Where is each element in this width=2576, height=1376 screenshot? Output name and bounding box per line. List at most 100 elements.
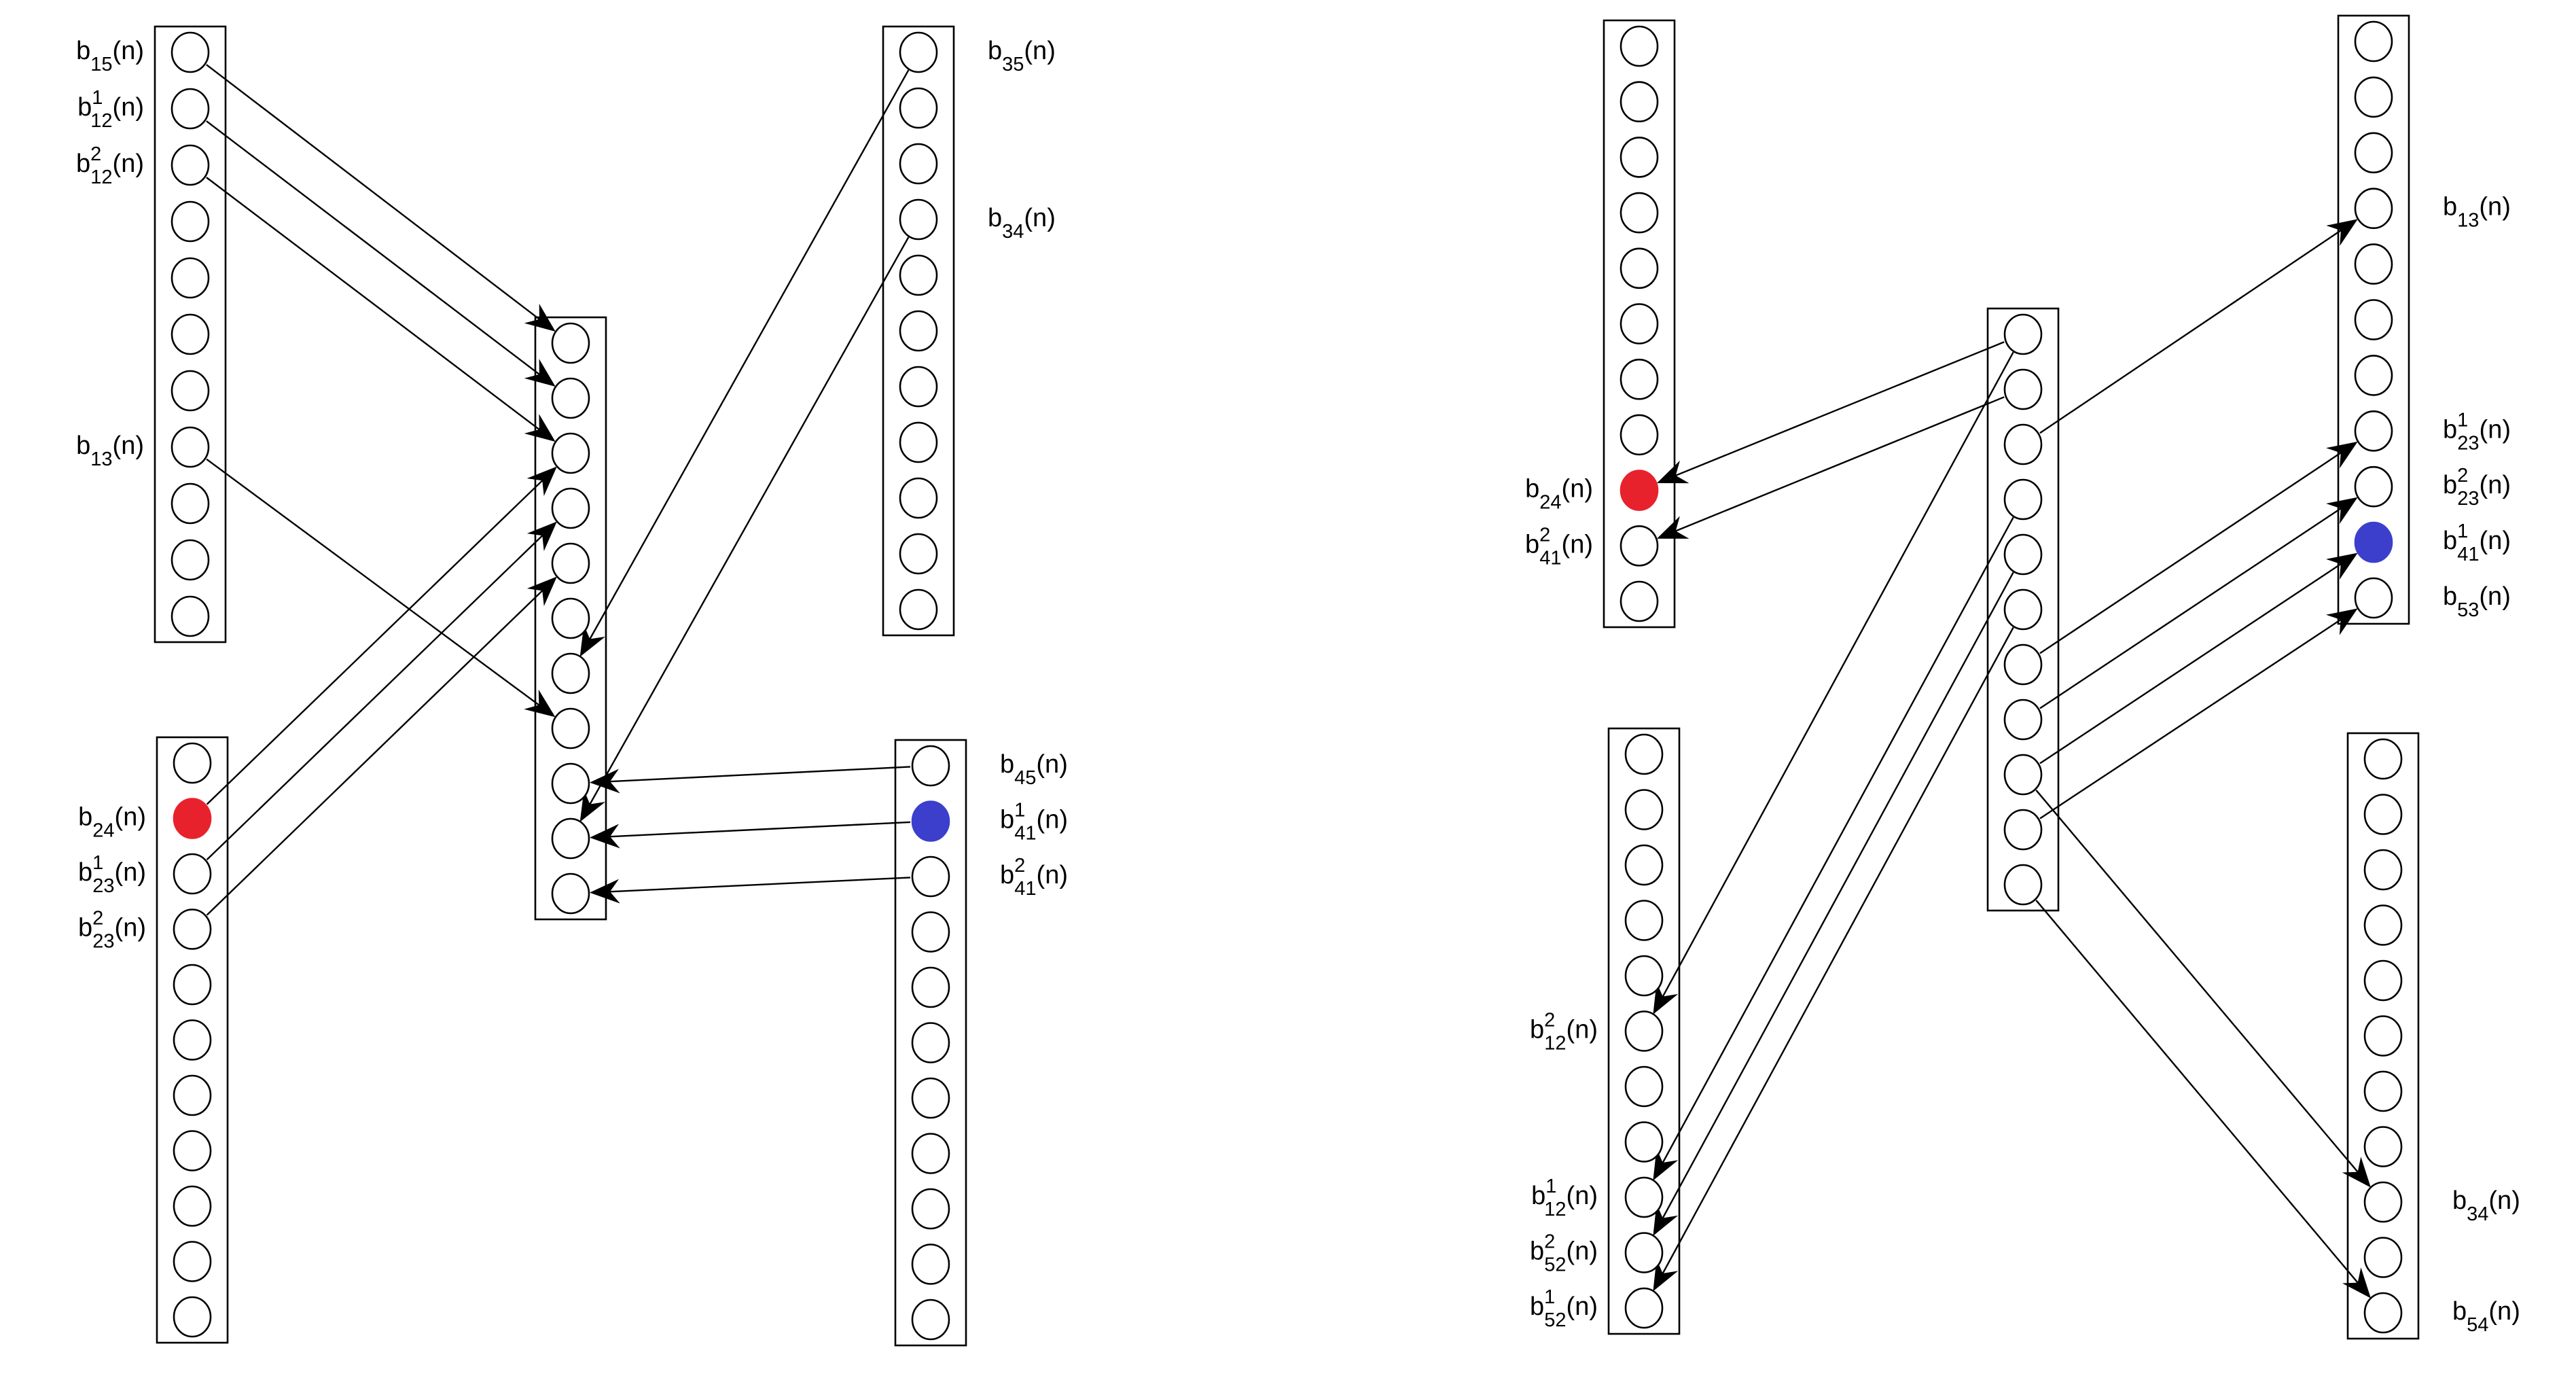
node-circle — [551, 652, 590, 694]
column-frame — [894, 739, 967, 1347]
column-r4 — [2346, 732, 2420, 1340]
node-circle — [899, 198, 938, 241]
connection-arrow — [206, 576, 557, 916]
node-circle — [899, 87, 938, 129]
node-circle — [1620, 25, 1659, 67]
node-circle — [2363, 959, 2403, 1002]
column-frame — [882, 25, 955, 637]
highlighted-node — [1620, 470, 1659, 511]
node-circle — [551, 487, 590, 529]
node-circle — [911, 966, 950, 1008]
node-circle — [911, 745, 950, 787]
node-circle — [2363, 1181, 2403, 1223]
node-circle — [171, 144, 210, 186]
column-l4 — [894, 739, 967, 1347]
node-circle — [2363, 738, 2403, 780]
node-circle — [173, 1074, 212, 1116]
node-circle — [2354, 410, 2393, 452]
column-frame — [1603, 19, 1676, 629]
connection-arrow — [2039, 219, 2358, 434]
node-circle — [899, 143, 938, 185]
node-circle — [171, 88, 210, 130]
node-circle — [1624, 1010, 1664, 1052]
node-circle — [1620, 525, 1659, 567]
node-circle — [551, 817, 590, 860]
node-circle — [1624, 1065, 1664, 1108]
node-circle — [2363, 1237, 2403, 1278]
node-circle — [899, 588, 938, 631]
node-circle — [2003, 699, 2043, 741]
column-frame — [534, 316, 607, 921]
columns-layer — [154, 14, 2420, 1347]
connection-arrow — [1653, 516, 2014, 1181]
node-circle — [911, 855, 950, 898]
node-circle — [2363, 1126, 2403, 1167]
node-circle — [173, 1296, 212, 1338]
node-label: b24(n) — [78, 803, 146, 842]
node-circle — [2003, 313, 2043, 355]
connection-arrow — [206, 466, 557, 805]
connection-arrow — [2035, 790, 2371, 1188]
node-label: b54(n) — [2452, 1297, 2520, 1336]
node-circle — [911, 911, 950, 953]
node-circle — [2363, 1070, 2403, 1112]
node-circle — [2354, 76, 2393, 118]
node-circle — [1620, 580, 1659, 622]
node-label: b34(n) — [2452, 1186, 2520, 1225]
node-circle — [2003, 864, 2043, 906]
connection-arrow — [1653, 571, 2014, 1236]
node-label: b13(n) — [2443, 193, 2511, 232]
node-circle — [2363, 794, 2403, 835]
node-circle — [2003, 478, 2043, 521]
node-circle — [911, 1299, 950, 1341]
node-circle — [899, 533, 938, 575]
node-circle — [911, 1243, 950, 1285]
connection-arrow — [589, 821, 911, 849]
connection-arrow — [1653, 627, 2014, 1292]
node-circle — [1624, 733, 1664, 775]
node-circle — [171, 313, 210, 355]
node-label: b24(n) — [1525, 475, 1593, 514]
connection-arrow — [2035, 900, 2371, 1299]
node-circle — [2363, 849, 2403, 891]
node-circle — [551, 542, 590, 584]
node-circle — [1624, 789, 1664, 830]
node-circle — [173, 908, 212, 950]
node-circle — [2354, 188, 2393, 230]
node-circle — [173, 1130, 212, 1171]
node-circle — [551, 432, 590, 474]
column-frame — [2337, 14, 2410, 625]
node-circle — [899, 254, 938, 296]
connection-arrow — [579, 69, 910, 657]
column-frame — [156, 736, 229, 1344]
node-circle — [899, 31, 938, 73]
node-label: b15(n) — [76, 37, 144, 75]
node-circle — [1624, 1121, 1664, 1163]
connection-arrow — [206, 120, 556, 387]
node-circle — [173, 1241, 212, 1282]
connection-arrow — [1656, 396, 2005, 539]
column-r1 — [1603, 19, 1676, 629]
node-circle — [173, 1019, 212, 1061]
connection-arrow — [579, 236, 910, 822]
column-frame — [2346, 732, 2420, 1340]
node-circle — [2003, 643, 2043, 686]
node-circle — [2354, 243, 2393, 285]
node-circle — [2354, 355, 2393, 396]
node-circle — [2363, 1292, 2403, 1334]
column-rc — [1986, 307, 2060, 912]
highlighted-node — [2354, 521, 2393, 563]
node-circle — [1620, 137, 1659, 178]
node-circle — [1620, 414, 1659, 456]
column-l3 — [882, 25, 955, 637]
connection-arrow — [2039, 441, 2358, 654]
